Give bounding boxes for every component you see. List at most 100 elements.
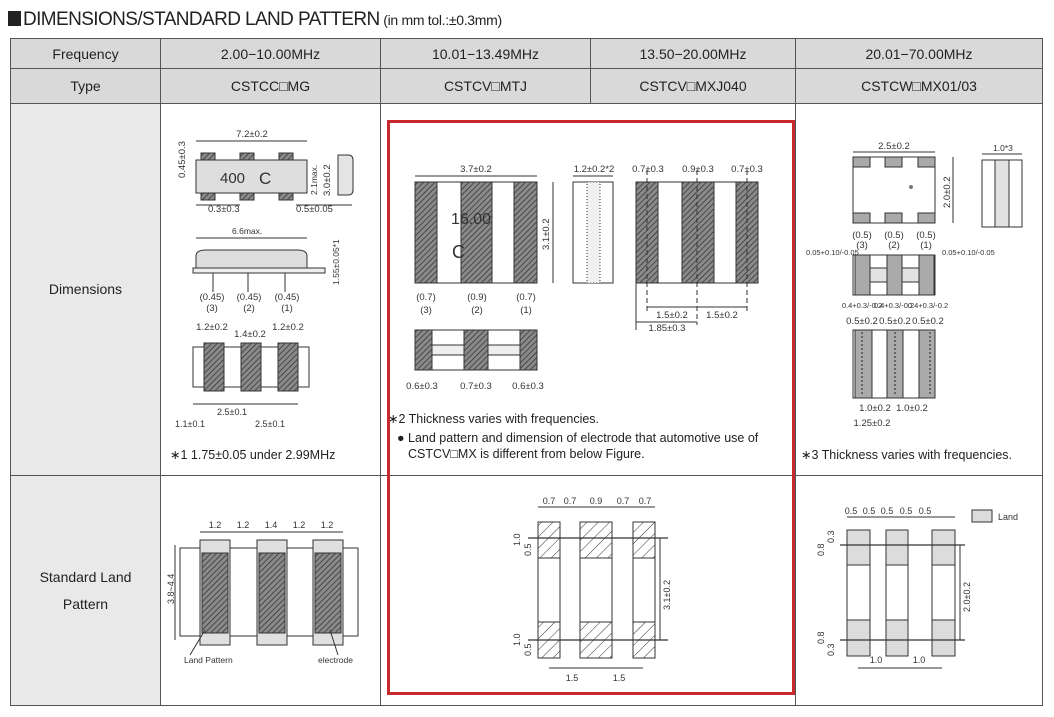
- dim-label: 3.0±0.2: [322, 164, 333, 196]
- callout-label: electrode: [318, 655, 353, 665]
- dim-label: 1.0±0.2: [896, 403, 928, 414]
- marking-text: 16.00: [451, 211, 491, 228]
- automotive-note-text: Land pattern and dimension of electrode …: [408, 431, 759, 461]
- title-subtitle: (in mm tol.:±0.3mm): [379, 12, 502, 28]
- dim-label: (0.45): [237, 292, 262, 303]
- dim-label: 2.0±0.2: [942, 176, 953, 208]
- dim-label: 0.5: [523, 543, 533, 556]
- pin-label: (3): [206, 303, 218, 314]
- land-legend-label: Land: [998, 512, 1018, 522]
- dim-label: 1.1±0.1: [175, 419, 205, 429]
- dim-label: (0.7): [516, 292, 536, 303]
- dim-label: (0.45): [275, 292, 300, 303]
- footnote-2: ∗2 Thickness varies with frequencies.: [388, 412, 600, 426]
- dim-label: 0.7: [543, 496, 556, 506]
- dim-label: (0.7): [416, 292, 436, 303]
- cstcw-side-view: [981, 153, 1023, 228]
- dim-label: 0.9: [590, 496, 603, 506]
- land-legend-swatch: [971, 509, 993, 523]
- dim-label: 1.5: [566, 673, 579, 683]
- dim-label: 3.1±0.2: [662, 580, 672, 610]
- dim-label: 1.2: [293, 520, 306, 530]
- square-bullet-icon: [8, 11, 21, 26]
- dim-label: 0.5: [845, 506, 858, 516]
- cstcv-end-view: [414, 329, 538, 371]
- cstcw-end-view: [852, 254, 936, 296]
- dim-label: 0.9±0.3: [682, 164, 714, 175]
- dim-label: 1.4: [265, 520, 278, 530]
- pin-label: (1): [520, 305, 532, 316]
- dim-label: 0.7: [617, 496, 630, 506]
- type-cell: CSTCV□MXJ040: [590, 68, 796, 104]
- dim-label: 0.05+0.10/-0.05: [942, 248, 995, 257]
- pin-label: (3): [420, 305, 432, 316]
- cstcw-top-view: [852, 151, 954, 224]
- dim-label: 0.45±0.3: [177, 141, 188, 178]
- footnote-3: ∗3 Thickness varies with frequencies.: [801, 448, 1013, 462]
- dim-label: 2.5±0.1: [255, 419, 285, 429]
- dimensions-label: Dimensions: [10, 103, 161, 476]
- dim-label: 0.05+0.10/-0.05: [806, 248, 859, 257]
- murata-logo-icon: C: [259, 169, 271, 188]
- dim-label: 0.5±0.2: [846, 316, 878, 327]
- dim-label: 0.5: [919, 506, 932, 516]
- cstcc-bottom-view: [192, 342, 310, 405]
- dim-label: 1.2±0.2: [196, 322, 228, 333]
- dim-label: (0.5): [852, 230, 872, 241]
- dim-label: 2.5±0.2: [878, 141, 910, 152]
- section-title: DIMENSIONS/STANDARD LAND PATTERN (in mm …: [8, 9, 502, 31]
- dim-label: 0.6±0.3: [406, 381, 438, 392]
- frequency-cell: 20.01−70.00MHz: [795, 38, 1043, 69]
- dim-label: 0.7±0.3: [632, 164, 664, 175]
- frequency-cell: 2.00−10.00MHz: [160, 38, 381, 69]
- pin-label: (3): [856, 240, 868, 251]
- dim-label: 1.5±0.2: [656, 310, 688, 321]
- dim-label: 1.0*3: [993, 143, 1013, 153]
- dim-label: 0.5: [900, 506, 913, 516]
- dim-label: 0.7±0.3: [731, 164, 763, 175]
- callout-label: Land Pattern: [184, 655, 233, 665]
- pin-label: (2): [471, 305, 483, 316]
- automotive-note: ● Land pattern and dimension of electrod…: [393, 430, 788, 462]
- highlight-box: [387, 120, 795, 695]
- dim-label: 1.4±0.2: [234, 329, 266, 340]
- dim-label: 0.5: [881, 506, 894, 516]
- pin-label: (2): [888, 240, 900, 251]
- dim-label: 2.5±0.1: [217, 407, 247, 417]
- dim-label: 1.0: [512, 533, 522, 546]
- dim-label: 0.5: [523, 643, 533, 656]
- dim-label: 6.6max.: [232, 226, 262, 236]
- dim-label: (0.45): [200, 292, 225, 303]
- murata-logo-icon: C: [452, 242, 465, 262]
- cstcc-side-view: [192, 237, 326, 292]
- bullet-icon: ●: [397, 431, 409, 445]
- frequency-cell: 13.50−20.00MHz: [590, 38, 796, 69]
- dim-label: 0.3±0.3: [208, 204, 240, 215]
- dim-label: 2.1max.: [309, 165, 319, 195]
- dim-label: 1.25±0.2: [854, 418, 891, 429]
- footnote-1: ∗1 1.75±0.05 under 2.99MHz: [170, 448, 336, 462]
- dim-label: 1.0: [913, 655, 926, 665]
- cstcc-top-view: [195, 140, 354, 206]
- dim-label: 1.2±0.2*2: [574, 164, 615, 175]
- dim-label: 0.6±0.3: [512, 381, 544, 392]
- dim-label: 0.5±0.05: [296, 204, 333, 215]
- cstcv-bottom-view: [635, 170, 759, 330]
- type-cell: CSTCW□MX01/03: [795, 68, 1043, 104]
- marking-text: 400: [220, 170, 245, 187]
- frequency-cell: 10.01−13.49MHz: [380, 38, 591, 69]
- dim-label: (0.5): [916, 230, 936, 241]
- dim-label: 0.5±0.2: [879, 316, 911, 327]
- dim-label: 1.0±0.2: [859, 403, 891, 414]
- land-pattern-cstcc: [174, 531, 359, 656]
- pin-label: (1): [920, 240, 932, 251]
- dim-label: 1.5±0.2: [706, 310, 738, 321]
- dim-label: 3.7±0.2: [460, 164, 492, 175]
- dim-label: 1.0: [512, 633, 522, 646]
- dim-label: 1.85±0.3: [649, 323, 686, 334]
- dim-label: 0.8: [816, 631, 826, 644]
- dim-label: 0.8: [816, 543, 826, 556]
- land-pattern-cstcv: [528, 506, 668, 669]
